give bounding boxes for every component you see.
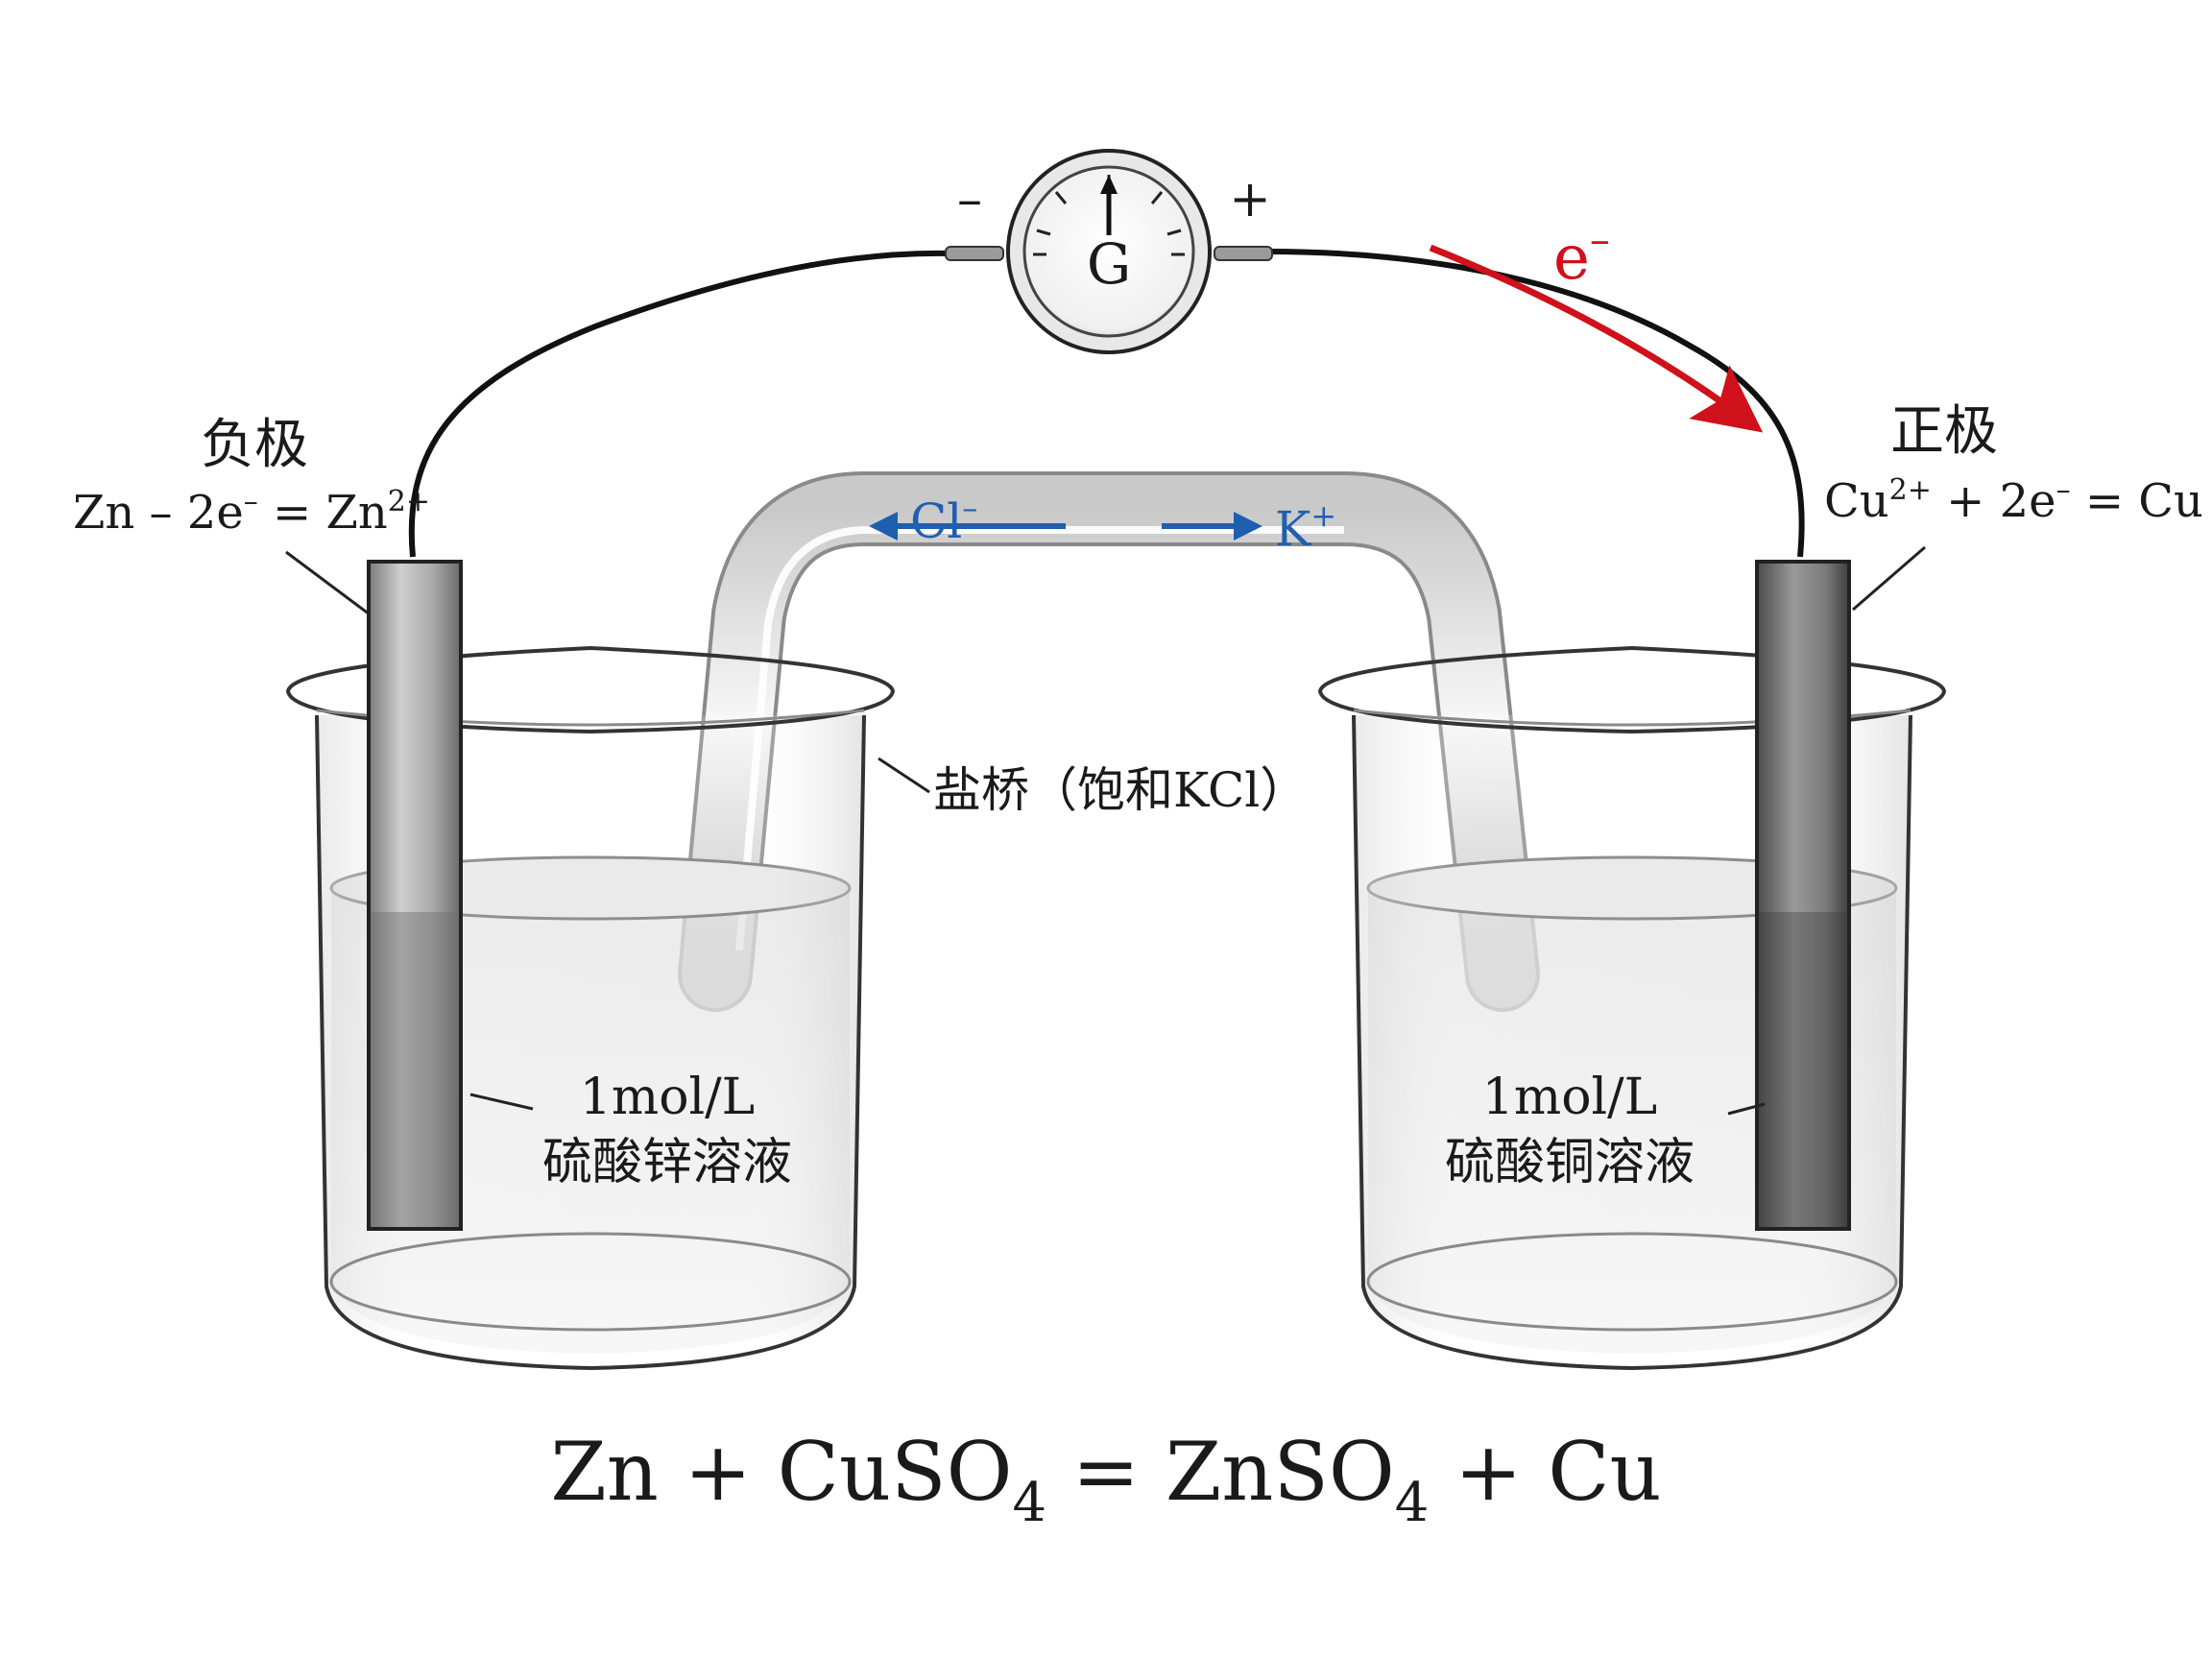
left-solution-name: 硫酸锌溶液 [542, 1134, 792, 1191]
salt-bridge: Cl– K+ [678, 471, 1540, 1012]
left-wire-connector [945, 246, 1004, 261]
cathode-title: 正极 [1890, 400, 1998, 463]
overall-equation: Zn + CuSO4 = ZnSO4 + Cu [550, 1425, 1661, 1534]
galvanometer-label: G [1087, 231, 1131, 297]
cathode-equation: Cu2+ + 2e– = Cu [1824, 473, 2203, 528]
electron-arrow [1429, 244, 1764, 433]
chloride-arrowhead-icon [869, 512, 898, 541]
galvanometer-plus: + [1229, 171, 1271, 228]
galvanometer-minus: – [957, 171, 982, 228]
potassium-label: K+ [1275, 497, 1336, 557]
anode-title: 负极 [201, 414, 308, 476]
leader-lines [285, 545, 1926, 1116]
copper-electrode [1755, 560, 1851, 1231]
electron-flow: e– [1429, 216, 1764, 433]
chloride-label: Cl– [910, 490, 977, 549]
zinc-electrode [367, 560, 463, 1231]
potassium-arrowhead-icon [1234, 512, 1262, 541]
anode-equation: Zn – 2e– = Zn2+ [73, 485, 430, 540]
right-solution-concentration: 1mol/L [1482, 1069, 1657, 1126]
right-wire [1266, 249, 1805, 558]
galvanometer: G – + [957, 149, 1271, 354]
electron-label: e– [1553, 216, 1610, 294]
left-wire [408, 250, 951, 558]
right-wire-connector [1214, 246, 1273, 261]
left-solution-concentration: 1mol/L [580, 1069, 755, 1126]
salt-bridge-label: 盐桥（饱和KCl） [933, 762, 1308, 818]
right-solution-name: 硫酸铜溶液 [1445, 1134, 1695, 1191]
external-circuit [408, 246, 1805, 558]
needle-tip-icon [1100, 175, 1118, 194]
